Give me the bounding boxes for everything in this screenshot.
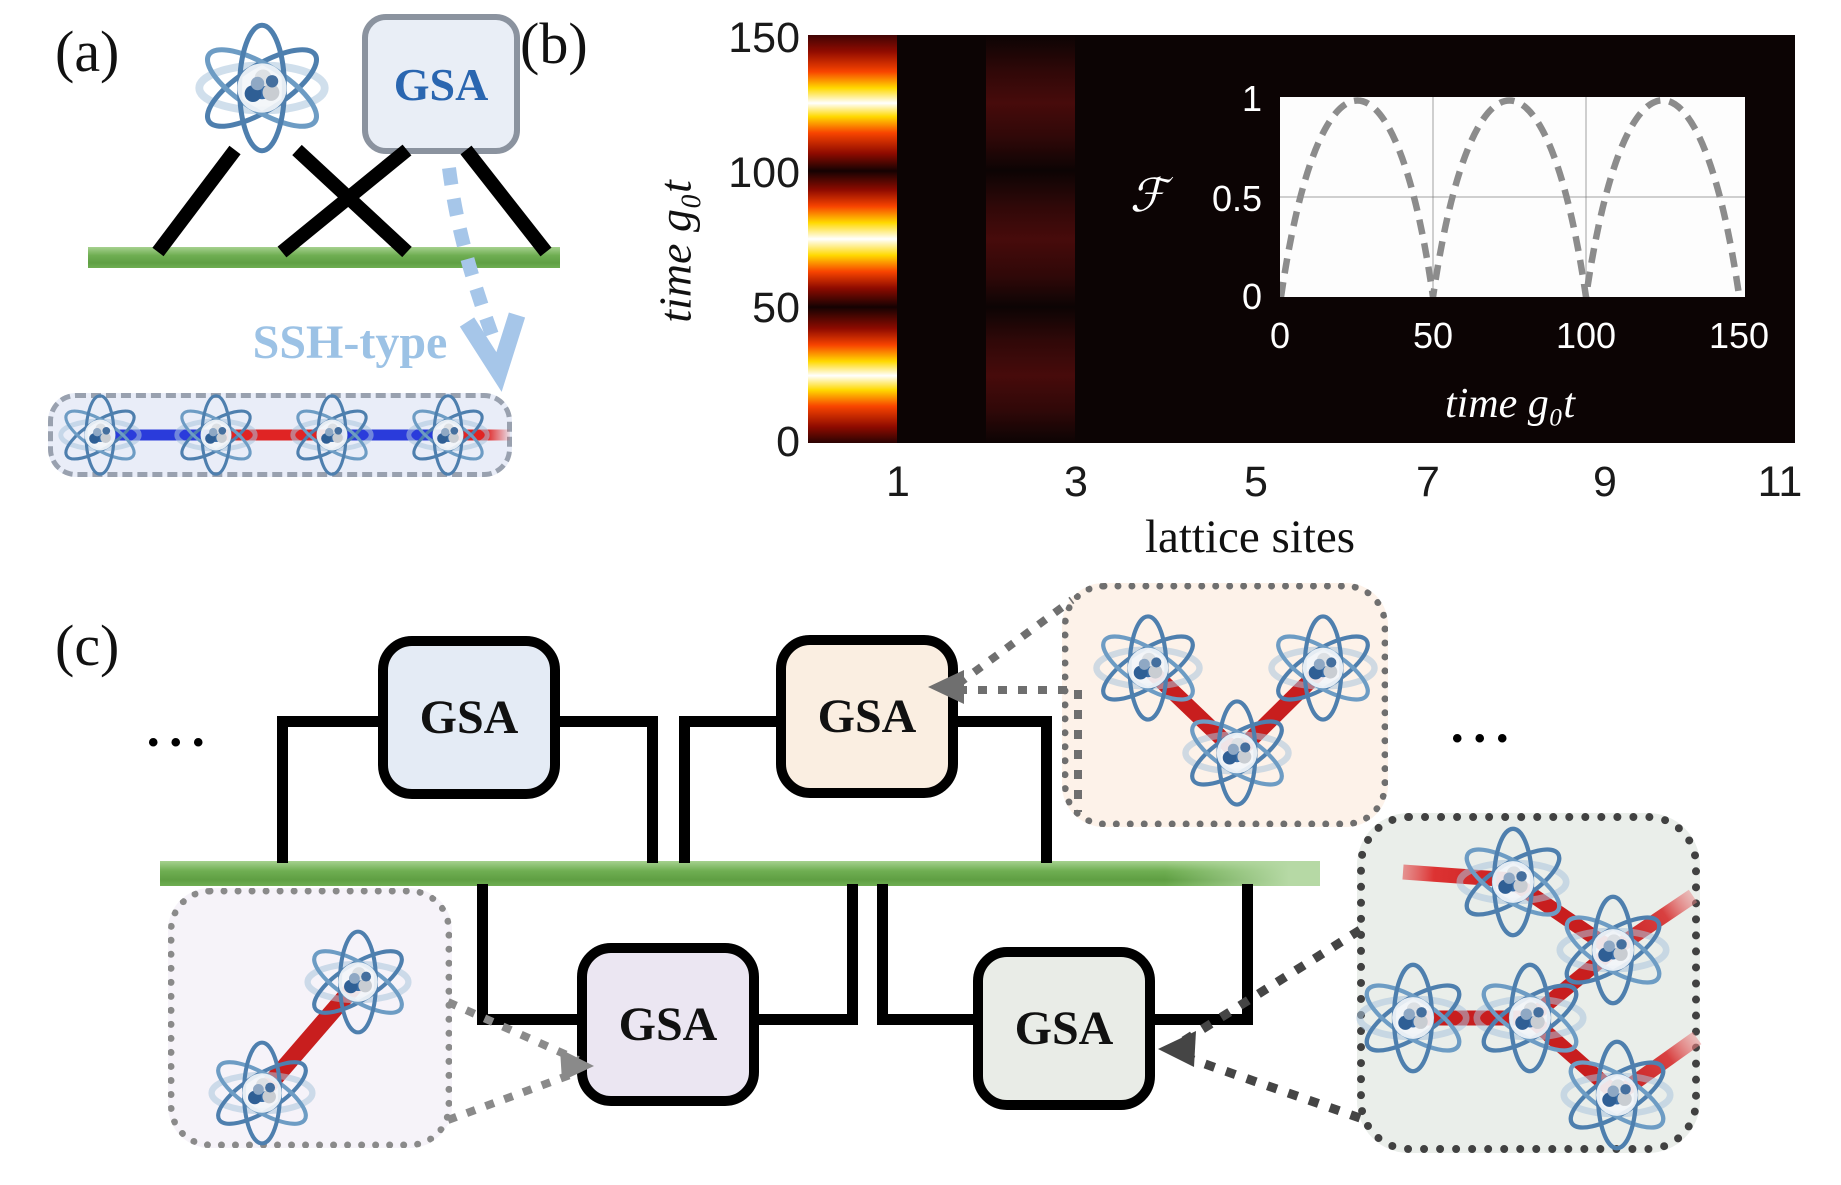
gsa-box-3: GSA <box>577 943 759 1106</box>
waveguide-bar-c-tip <box>1165 861 1320 886</box>
panel-a-label: (a) <box>55 19 120 84</box>
wire-gsa2-left-v <box>679 716 690 863</box>
inset-xtick-150: 150 <box>1708 315 1770 356</box>
b-ytick-0: 0 <box>776 418 800 466</box>
fidelity-dashed-curve <box>1277 97 1743 298</box>
wire-gsa2-left-h <box>679 716 783 727</box>
ellipsis-left: ••• <box>148 726 216 759</box>
wire-gsa3-left-h <box>477 1014 584 1025</box>
gsa-box-4: GSA <box>973 947 1155 1110</box>
wire-gsa4-left-v <box>877 884 888 1025</box>
ssh-chain-box <box>48 393 512 477</box>
b-ytick-150: 150 <box>728 14 800 62</box>
b-xtick-11: 11 <box>1757 458 1803 506</box>
wire-gsa3-right-h <box>750 1014 858 1025</box>
wire-gsa3-left-v <box>477 884 488 1025</box>
inset-ylabel-F: ℱ <box>1129 170 1167 221</box>
callout-tail-tr <box>955 596 1082 812</box>
inset-xlabel-time: time g₀t <box>1444 381 1576 427</box>
waveguide-bar-c <box>160 861 1320 886</box>
panel-c-label: (c) <box>55 613 120 678</box>
b-xtick-1: 1 <box>886 458 910 506</box>
inset-ytick-1: 1 <box>1241 78 1262 119</box>
wire-gsa4-left-h <box>877 1014 980 1025</box>
panel-b-label: (b) <box>520 11 588 76</box>
callout-arrowhead-br <box>1158 1031 1196 1067</box>
heatmap-site1-column <box>808 35 897 443</box>
b-xlabel-lattice-sites: lattice sites <box>1144 511 1356 563</box>
wire-gsa2-right-v <box>1041 716 1052 863</box>
wire-gsa1-right-v <box>647 716 658 863</box>
inset-ytick-0: 0 <box>1241 276 1262 317</box>
coupling-legs-a <box>152 144 552 258</box>
wire-gsa4-right-h <box>1150 1014 1253 1025</box>
inset-ytick-05: 0.5 <box>1211 178 1262 219</box>
b-xtick-3: 3 <box>1064 458 1088 506</box>
ssh-type-label: SSH-type <box>252 316 448 369</box>
wire-gsa1-left-v <box>277 722 288 863</box>
atom-icon <box>197 25 327 150</box>
callout-two-atom-cluster <box>168 888 452 1148</box>
inset-xtick-0: 0 <box>1269 315 1291 356</box>
b-xtick-7: 7 <box>1416 458 1440 506</box>
inset-xtick-100: 100 <box>1555 315 1617 356</box>
wire-gsa1-left-h <box>277 716 385 727</box>
b-xtick-9: 9 <box>1593 458 1617 506</box>
wire-gsa1-right-h <box>532 716 658 727</box>
callout-five-atom-cluster <box>1357 813 1700 1153</box>
b-ytick-100: 100 <box>728 149 800 197</box>
ellipsis-right: ••• <box>1452 722 1520 755</box>
wire-gsa3-right-v <box>847 884 858 1025</box>
wire-gsa4-right-v <box>1242 884 1253 1025</box>
heatmap-site3-column <box>986 35 1075 443</box>
b-ytick-50: 50 <box>752 284 800 332</box>
b-xtick-5: 5 <box>1244 458 1268 506</box>
gsa-box-a: GSA <box>362 14 520 154</box>
wire-gsa2-right-h <box>950 716 1052 727</box>
gsa-box-1: GSA <box>378 636 560 799</box>
inset-xtick-50: 50 <box>1412 315 1454 356</box>
callout-three-atom-cluster <box>1062 583 1388 827</box>
b-ylabel-time: time g₀t <box>649 180 701 323</box>
waveguide-bar-a <box>88 247 560 268</box>
gsa-box-2: GSA <box>776 635 958 798</box>
fidelity-inset-plot <box>1277 97 1745 298</box>
fidelity-curve-svg <box>1277 97 1745 298</box>
